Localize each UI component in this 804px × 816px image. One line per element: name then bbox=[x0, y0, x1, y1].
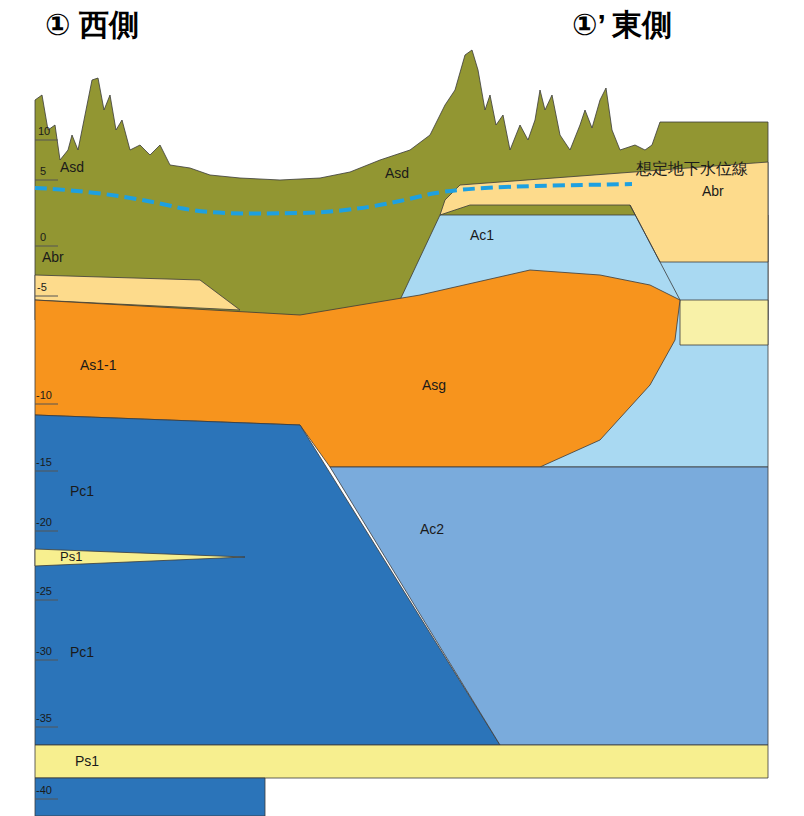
elevation-value: 5 bbox=[40, 165, 46, 177]
layer-label: Asd bbox=[60, 160, 84, 175]
layer-label: Pc1 bbox=[70, 645, 94, 660]
layer-label: Ps1 bbox=[60, 550, 82, 564]
axis-ticks bbox=[35, 140, 58, 799]
elevation-value: -40 bbox=[36, 784, 52, 796]
elevation-value: -30 bbox=[36, 645, 52, 657]
pc1-bottom bbox=[35, 778, 265, 816]
layer-label: Ac1 bbox=[470, 228, 494, 243]
layer-boundary bbox=[630, 205, 680, 300]
layer-label: Asd bbox=[385, 166, 409, 181]
elevation-value: -5 bbox=[37, 281, 47, 293]
layer-label: Abr bbox=[42, 250, 64, 265]
elevation-value: -20 bbox=[36, 516, 52, 528]
layer-label: Pc1 bbox=[70, 484, 94, 499]
elevation-value: -25 bbox=[36, 585, 52, 597]
ps1-band bbox=[35, 745, 768, 778]
layer-label: Abr bbox=[702, 184, 724, 199]
groundwater-label: 想定地下水位線 bbox=[636, 160, 748, 178]
layer-label: Asg bbox=[422, 378, 446, 393]
layer-label: Ps1 bbox=[75, 754, 99, 769]
ps1-wedge bbox=[35, 549, 245, 566]
elevation-value: -10 bbox=[36, 389, 52, 401]
pale-sand-band bbox=[680, 300, 768, 345]
elevation-value: 0 bbox=[40, 231, 46, 243]
groundwater-line bbox=[35, 184, 632, 213]
elevation-value: -35 bbox=[36, 712, 52, 724]
ac2-layer bbox=[330, 467, 768, 745]
layer-label: Ac2 bbox=[420, 522, 444, 537]
section-end-label: ① 西側 bbox=[45, 8, 139, 41]
layer-label: As1-1 bbox=[80, 358, 117, 373]
section-end-label: ①’ 東側 bbox=[572, 8, 672, 41]
elevation-value: -15 bbox=[36, 456, 52, 468]
elevation-value: 10 bbox=[38, 125, 50, 137]
